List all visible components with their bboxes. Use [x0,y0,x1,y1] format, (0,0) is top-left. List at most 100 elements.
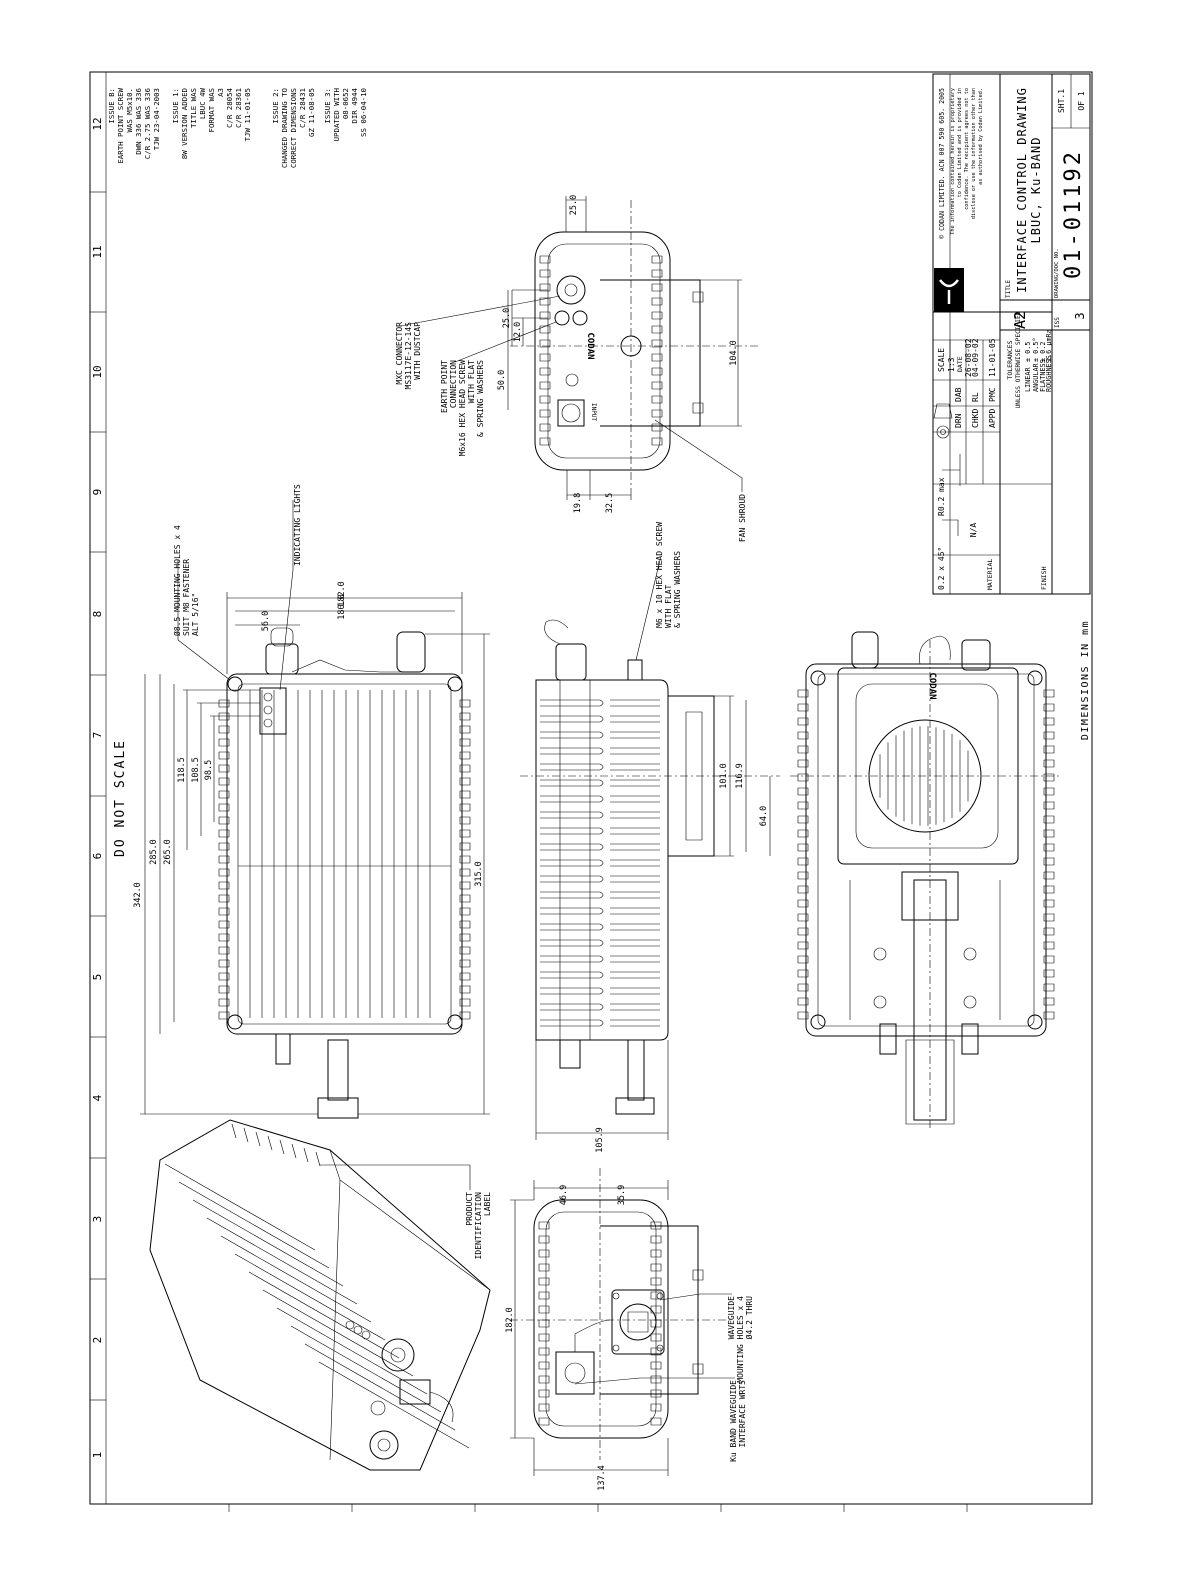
heat-sink-tooth [460,726,470,733]
cooling-fin [235,1254,385,1340]
material-label: MATERIAL [986,559,994,590]
copyright-notice: © CODAN LIMITED. ACN 007 590 605. 2005 [938,88,946,239]
dimension-137-4: 137.4 [597,1465,607,1491]
cooling-fin [610,732,660,738]
heat-sink-tooth [460,960,470,967]
heat-sink-tooth [798,858,808,865]
heat-sink-tooth [460,830,470,837]
cooling-fin [244,1128,248,1142]
drawing-frame [90,72,1092,1512]
cooling-fin [610,764,660,770]
heat-sink-tooth [539,1264,549,1271]
rev-note-line: TJW 23-04-2003 [152,88,161,150]
heat-sink-tooth [651,1236,661,1243]
heat-sink-tooth [219,869,229,876]
rev-note-line: ISSUE 1: [171,88,180,124]
ku-band-interface-callout: INTERFACE WRT5 [738,1380,747,1448]
mxc-connector-callout: MXC CONNECTOR [395,322,404,385]
cooling-fin [610,1004,660,1010]
sheet-size: A2 [1011,311,1029,329]
hex-screw-icon [628,660,642,680]
third-angle-projection-icon [934,404,952,438]
cooling-fin [610,828,660,834]
cooling-fin [610,972,660,978]
heat-sink-tooth [540,326,550,333]
cooling-fin [292,1144,296,1158]
radius-note: R0.2 max [937,477,946,516]
heat-sink-tooth [798,844,808,851]
cooling-fin [610,796,660,802]
dust-cap-icon [397,632,425,672]
heat-sink-tooth [460,934,470,941]
earth-point-callout: EARTH POINT [440,360,449,413]
rev-note-line: GZ 11-08-05 [307,88,316,137]
top-view: 182.0 180.0 56.0 342.0 285.0 265.0 118.5… [133,484,490,1118]
heat-sink-tooth [460,765,470,772]
heat-sink-tooth [798,998,808,1005]
connector-icon [370,1431,398,1459]
heat-sink-tooth [651,1362,661,1369]
rev-note-line: C/R 28431 [298,88,307,128]
chkd-date: 04-09-02 [971,338,980,377]
heat-sink-tooth [219,726,229,733]
heat-sink-tooth [798,788,808,795]
proprietary-notice-line: confidence. The recipient agrees not to [964,88,970,210]
heat-sink-tooth [460,804,470,811]
isometric-view: PRODUCT IDENTIFICATION LABEL [150,1120,492,1470]
heat-sink-tooth [1044,900,1054,907]
product-label-callout: IDENTIFICATION [474,1192,483,1260]
dimension-64: 64.0 [759,806,769,826]
tol-angular-label: ANGULAR [1032,362,1040,392]
heat-sink-tooth [219,778,229,785]
cooling-fin [540,972,603,978]
title-label: TITLE [1005,280,1012,298]
zone-label-10: 10 [91,365,104,378]
heat-sink-tooth [798,746,808,753]
proprietary-notice-line: The information contained herein is prop… [950,88,956,235]
cooling-fin [540,764,603,770]
cooling-fin [610,748,660,754]
fan-shroud-callout: FAN SHROUD [738,494,747,542]
heat-sink-tooth [460,869,470,876]
cooling-fin [540,988,603,994]
heat-sink-tooth [460,999,470,1006]
drn-label: DRN [954,413,963,428]
drawing-number-label: DRAWING/DOC NO. [1054,248,1060,298]
heat-sink-tooth [540,284,550,291]
cooling-fin [319,1362,469,1448]
rev-note-line: TITLE WAS [189,88,198,128]
tol-flatness-value: ± 0.2 [1039,342,1047,362]
cooling-fin [232,1124,236,1138]
cooling-fin [610,956,660,962]
heat-sink-tooth [798,956,808,963]
zone-label-12: 12 [91,117,104,130]
dimension-265: 265.0 [163,839,173,865]
heat-sink-tooth [219,700,229,707]
heat-sink-tooth [219,804,229,811]
heat-sink-tooth [539,1404,549,1411]
rev-note-line: C/R 28054 [225,87,234,128]
appd-label: APPD [988,409,997,428]
cooling-fin [540,828,603,834]
heat-sink-tooth [540,368,550,375]
rev-note-line: CHANGED DRAWING TO [280,87,289,168]
heat-sink-tooth [460,895,470,902]
rev-note-line: DIR 4944 [350,87,359,123]
zone-label-4: 4 [91,1094,104,1101]
heat-sink-tooth [798,704,808,711]
ku-band-interface-callout: Ku BAND WAVEGUIDE [729,1380,738,1462]
heat-sink-tooth [219,752,229,759]
heat-sink-tooth [539,1236,549,1243]
heat-sink-tooth [540,298,550,305]
cooling-fin [540,1004,603,1010]
heat-sink-tooth [219,986,229,993]
cooling-fin [540,716,603,722]
tol-flatness-label: FLATNESS [1039,359,1047,392]
rev-note-line: CORRECT DIMENSIONS [289,88,298,168]
heat-sink-tooth [460,1012,470,1019]
heat-sink-tooth [460,752,470,759]
codan-nameplate: CODAN [927,672,937,699]
mounting-hole [1028,1015,1042,1029]
heat-sink-tooth [1044,844,1054,851]
